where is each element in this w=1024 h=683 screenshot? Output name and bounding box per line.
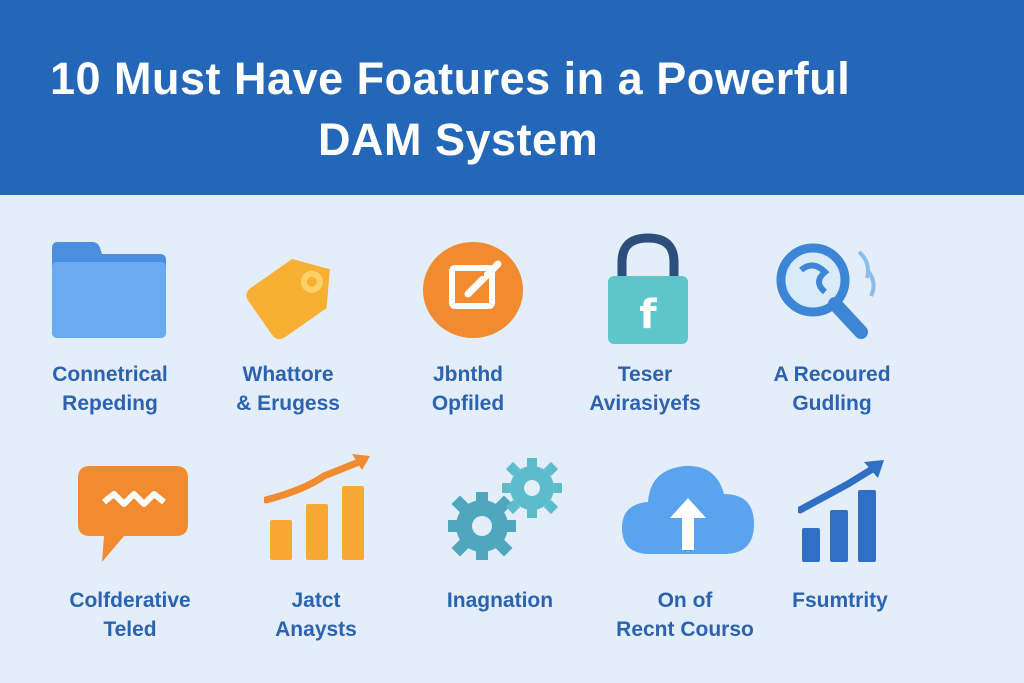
tag-icon [238,240,348,350]
lock-icon: f [604,232,692,346]
page-title-line-1: 10 Must Have Foatures in a Powerful [50,53,851,104]
feature-label-8: Inagnation [446,589,554,612]
header-banner: 10 Must Have Foatures in a Powerful DAM … [0,0,1024,195]
gears-icon [440,456,570,566]
growth-chart-icon [798,458,888,564]
feature-label-10: Fsumtrity [792,589,888,612]
edit-icon [418,238,528,343]
chat-bubble-icon [76,462,192,568]
search-icon [773,242,883,342]
cloud-upload-icon [620,458,756,558]
feature-label-2: Whattore& Erugess [236,363,340,415]
folder-icon [48,240,168,340]
page-title-line-2: DAM System [318,114,599,165]
svg-text:f: f [639,292,657,338]
bar-chart-icon [264,450,374,562]
